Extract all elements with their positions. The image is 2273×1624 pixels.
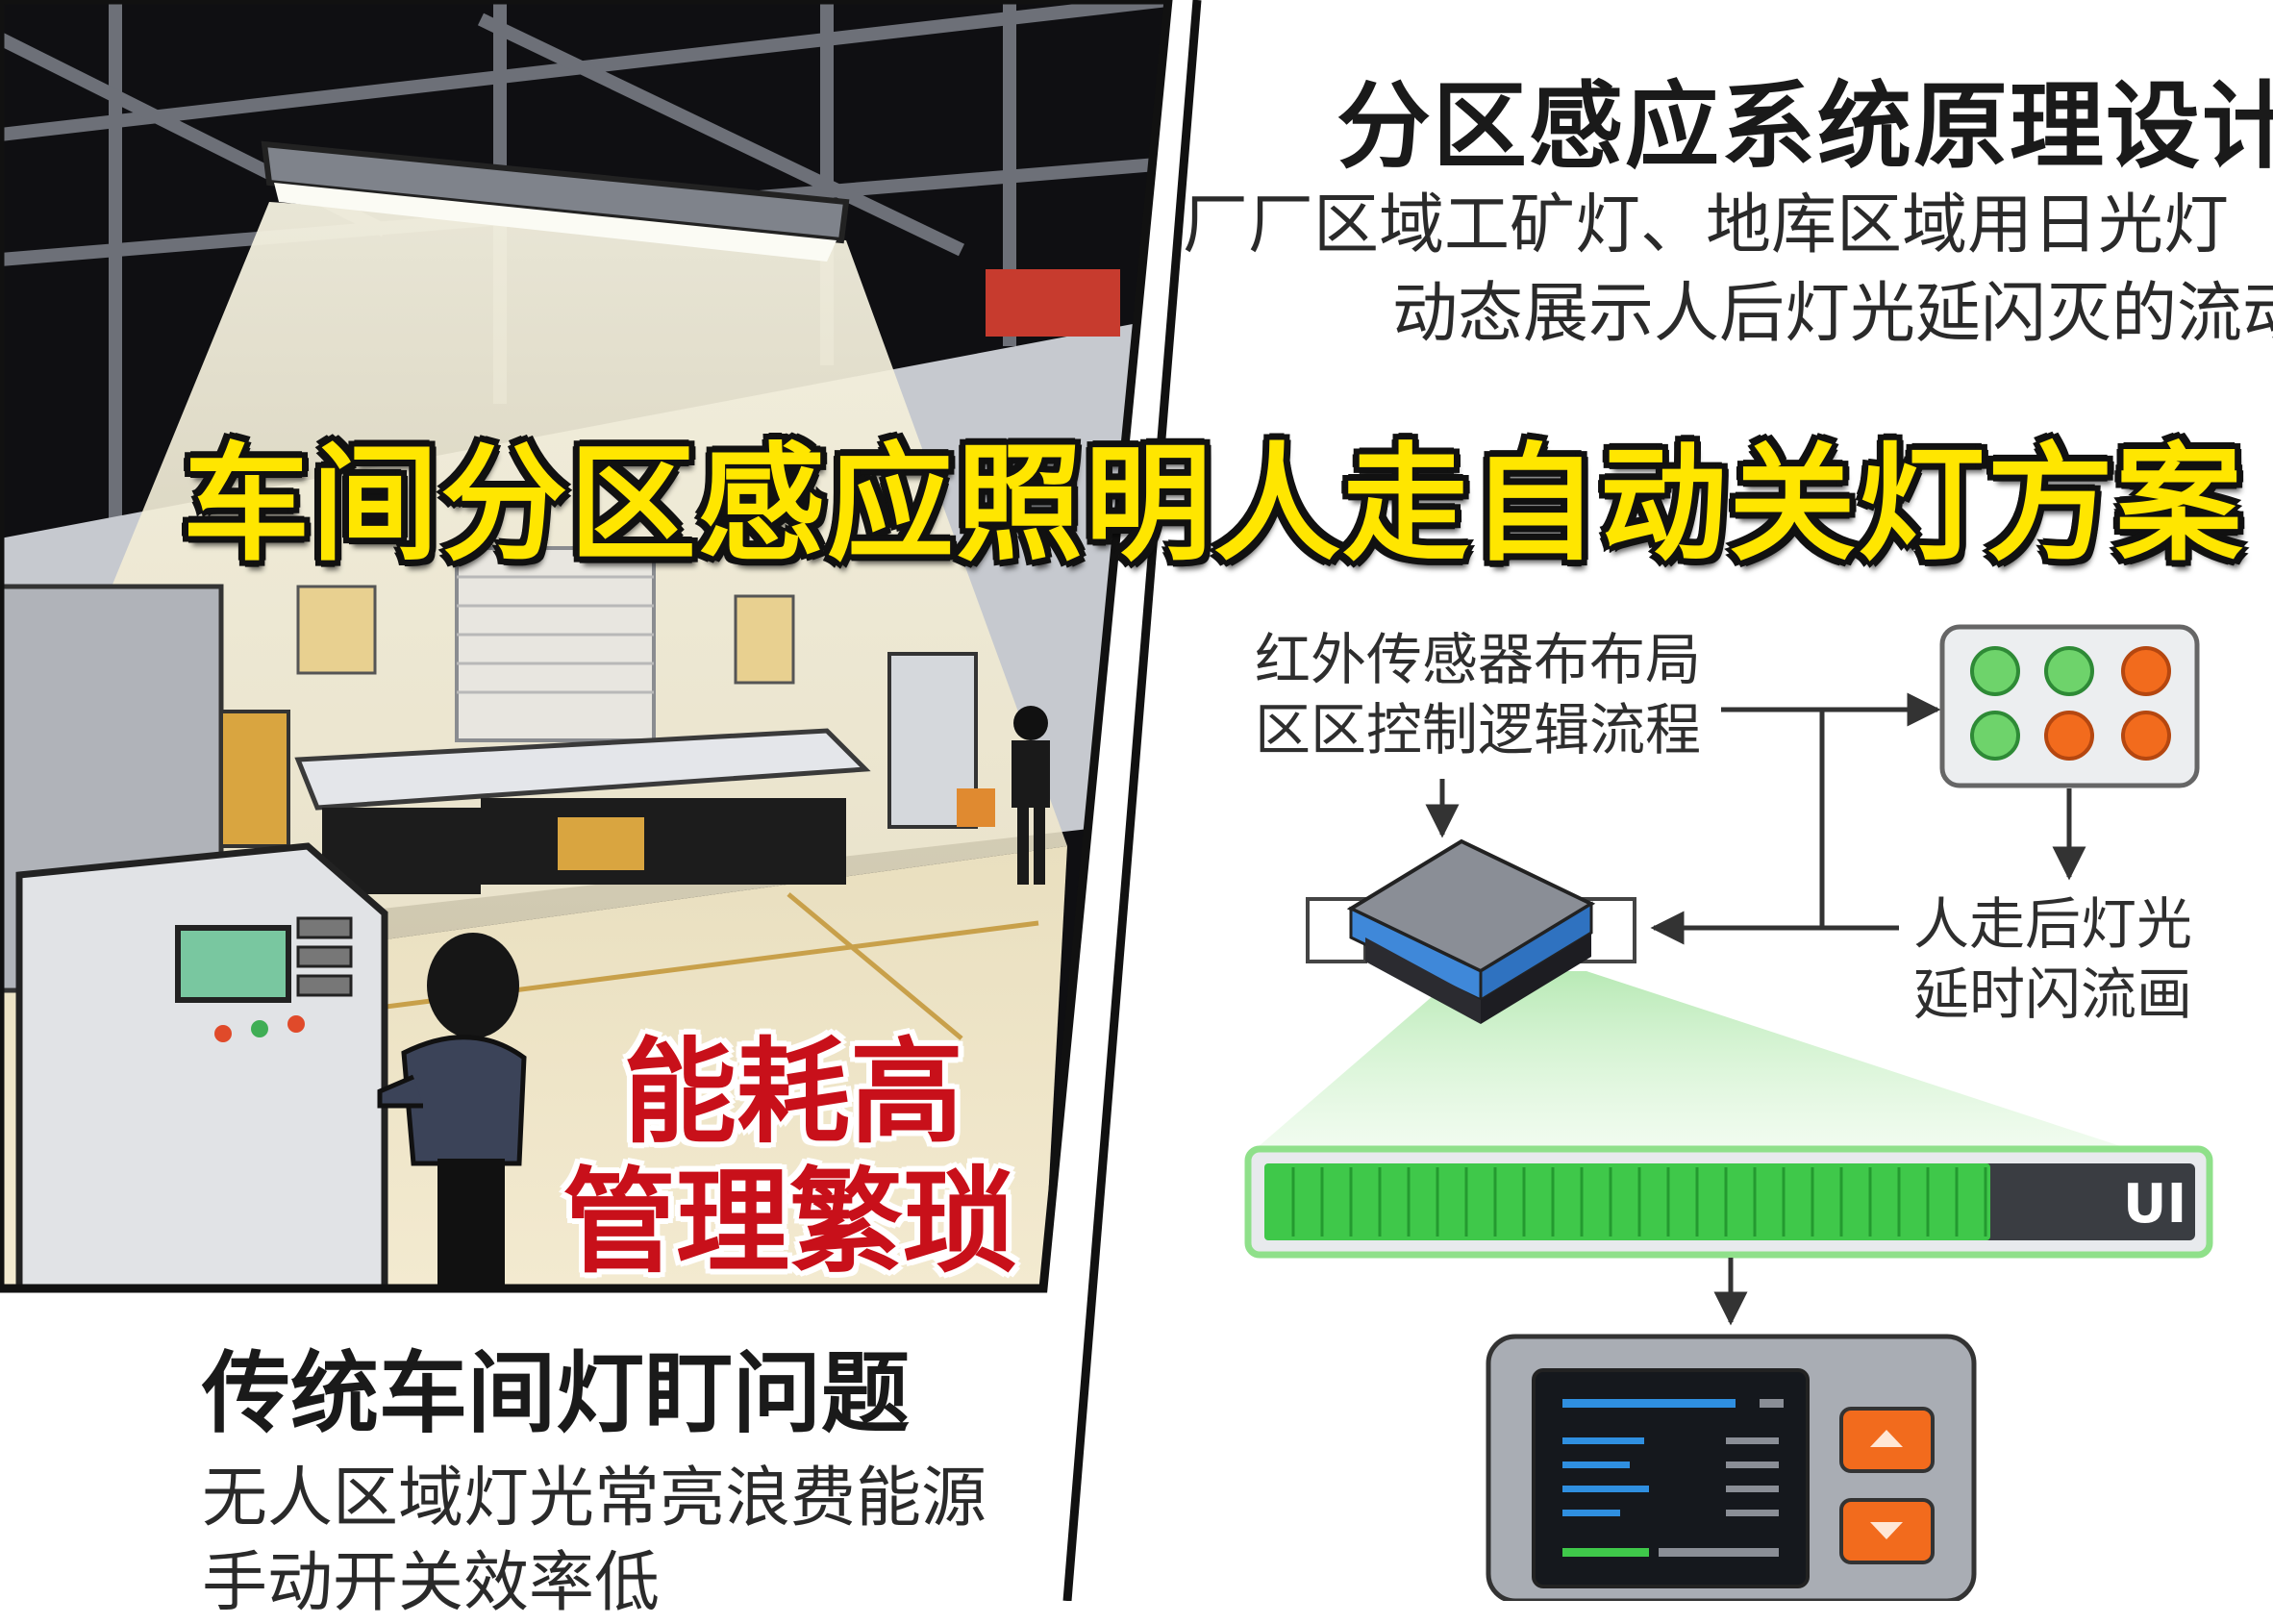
indicator-orange-2 <box>2044 711 2094 761</box>
left-panel-line-2: 手动开关效率低 <box>202 1545 661 1621</box>
roller-door-slats <box>457 575 654 694</box>
right-panel-subtitle-1: 厂厂区域工矿灯、地库区域用日光灯 <box>1183 187 2230 263</box>
progress-fill <box>1264 1163 1990 1240</box>
crate <box>558 817 644 870</box>
bucket <box>957 788 995 827</box>
crate-stack <box>219 710 290 848</box>
chevron-up-icon <box>1870 1430 1903 1447</box>
delay-label-line-1: 人走后灯光 <box>1913 891 2193 957</box>
indicator-green-2 <box>2044 646 2094 696</box>
energy-callout-1: 能耗高 <box>623 1026 964 1159</box>
roller-door <box>455 546 656 742</box>
controller-chip-icon <box>1306 838 1636 1024</box>
indicator-green-3 <box>1970 711 2020 761</box>
control-terminal-device <box>1486 1334 1977 1601</box>
workbench-top <box>294 728 871 811</box>
ceiling-lamp-housing <box>261 140 850 244</box>
system-diagram <box>1062 0 2213 1601</box>
ceiling-lamp-tube <box>274 183 837 262</box>
energy-callout-2: 管理繁琐 <box>562 1156 1017 1288</box>
progress-bar-tag: UI <box>2123 1173 2187 1236</box>
workshop-illustration-panel <box>0 0 1173 1293</box>
indicator-orange-1 <box>2121 646 2171 696</box>
indicator-green-1 <box>1970 646 2020 696</box>
indicator-light-board <box>1939 624 2200 788</box>
left-panel-heading: 传统车间灯盯问题 <box>202 1342 911 1445</box>
wall-notice-right <box>734 594 795 685</box>
workshop-scene <box>0 0 1173 1293</box>
left-panel-line-1: 无人区域灯光常亮浪费能源 <box>202 1461 987 1537</box>
workbench-base-right <box>481 798 846 885</box>
worker-near <box>377 933 527 1288</box>
indicator-orange-3 <box>2121 711 2171 761</box>
worker-far <box>1012 706 1050 885</box>
right-panel-title: 分区感应系统原理设计 <box>1336 72 2273 182</box>
system-design-panel <box>1048 0 2273 1601</box>
terminal-screen <box>1532 1368 1810 1588</box>
chevron-down-icon <box>1870 1522 1903 1539</box>
wall-notice-left <box>296 585 377 675</box>
main-title: 车间分区感应照明人走自动关灯方案 <box>183 431 2244 579</box>
floor-markings <box>287 892 1039 1040</box>
red-wall-sign <box>986 269 1120 337</box>
panel-divider <box>1062 0 1202 1601</box>
delay-label-line-2: 延时闪流画 <box>1913 961 2193 1027</box>
right-panel-subtitle-2: 动态展示人后灯光延闪灭的流动 <box>1392 276 2273 352</box>
sensor-layout-label: 红外传感器布布局 区区控制逻辑流程 <box>1255 625 1701 764</box>
delay-flash-label: 人走后灯光 延时闪流画 <box>1913 889 2192 1029</box>
control-cabinet <box>15 842 388 1288</box>
cabinet-screen <box>175 925 291 1003</box>
progress-bar <box>1244 1145 2213 1259</box>
sensor-label-line-1: 红外传感器布布局 <box>1255 627 1702 692</box>
sensor-label-line-2: 区区控制逻辑流程 <box>1255 696 1702 762</box>
